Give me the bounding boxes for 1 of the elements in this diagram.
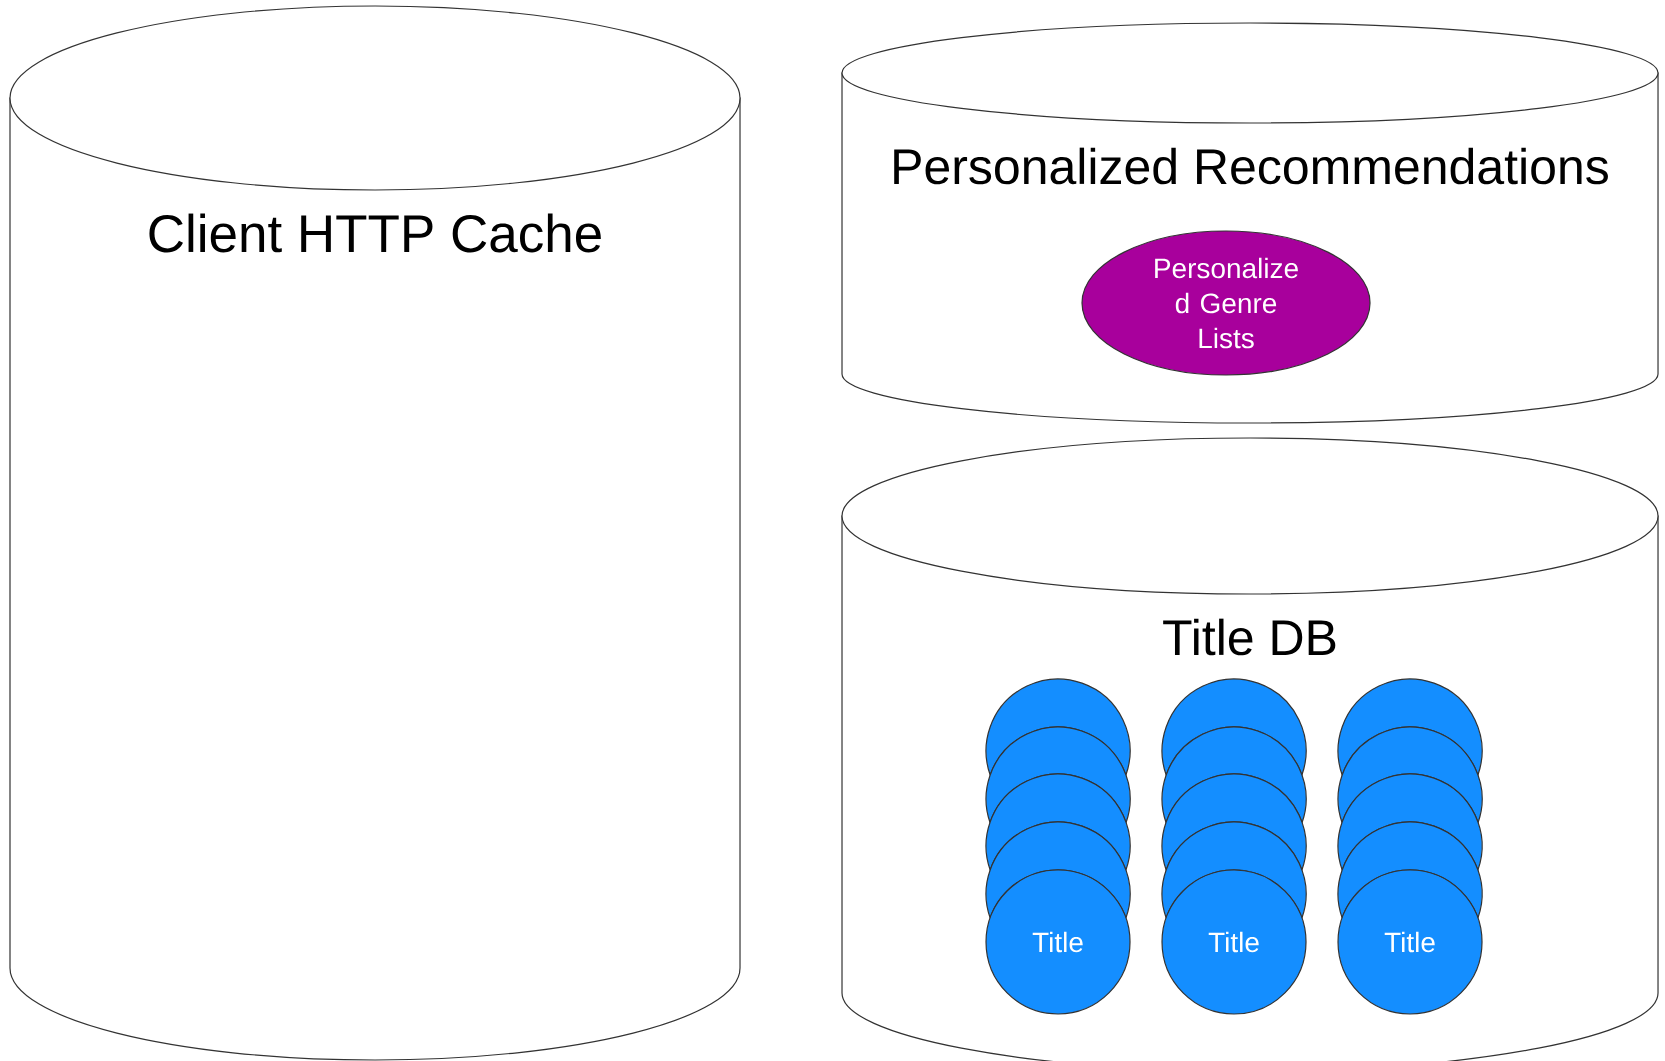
database-cylinder: Client HTTP Cache: [9, 5, 741, 1061]
